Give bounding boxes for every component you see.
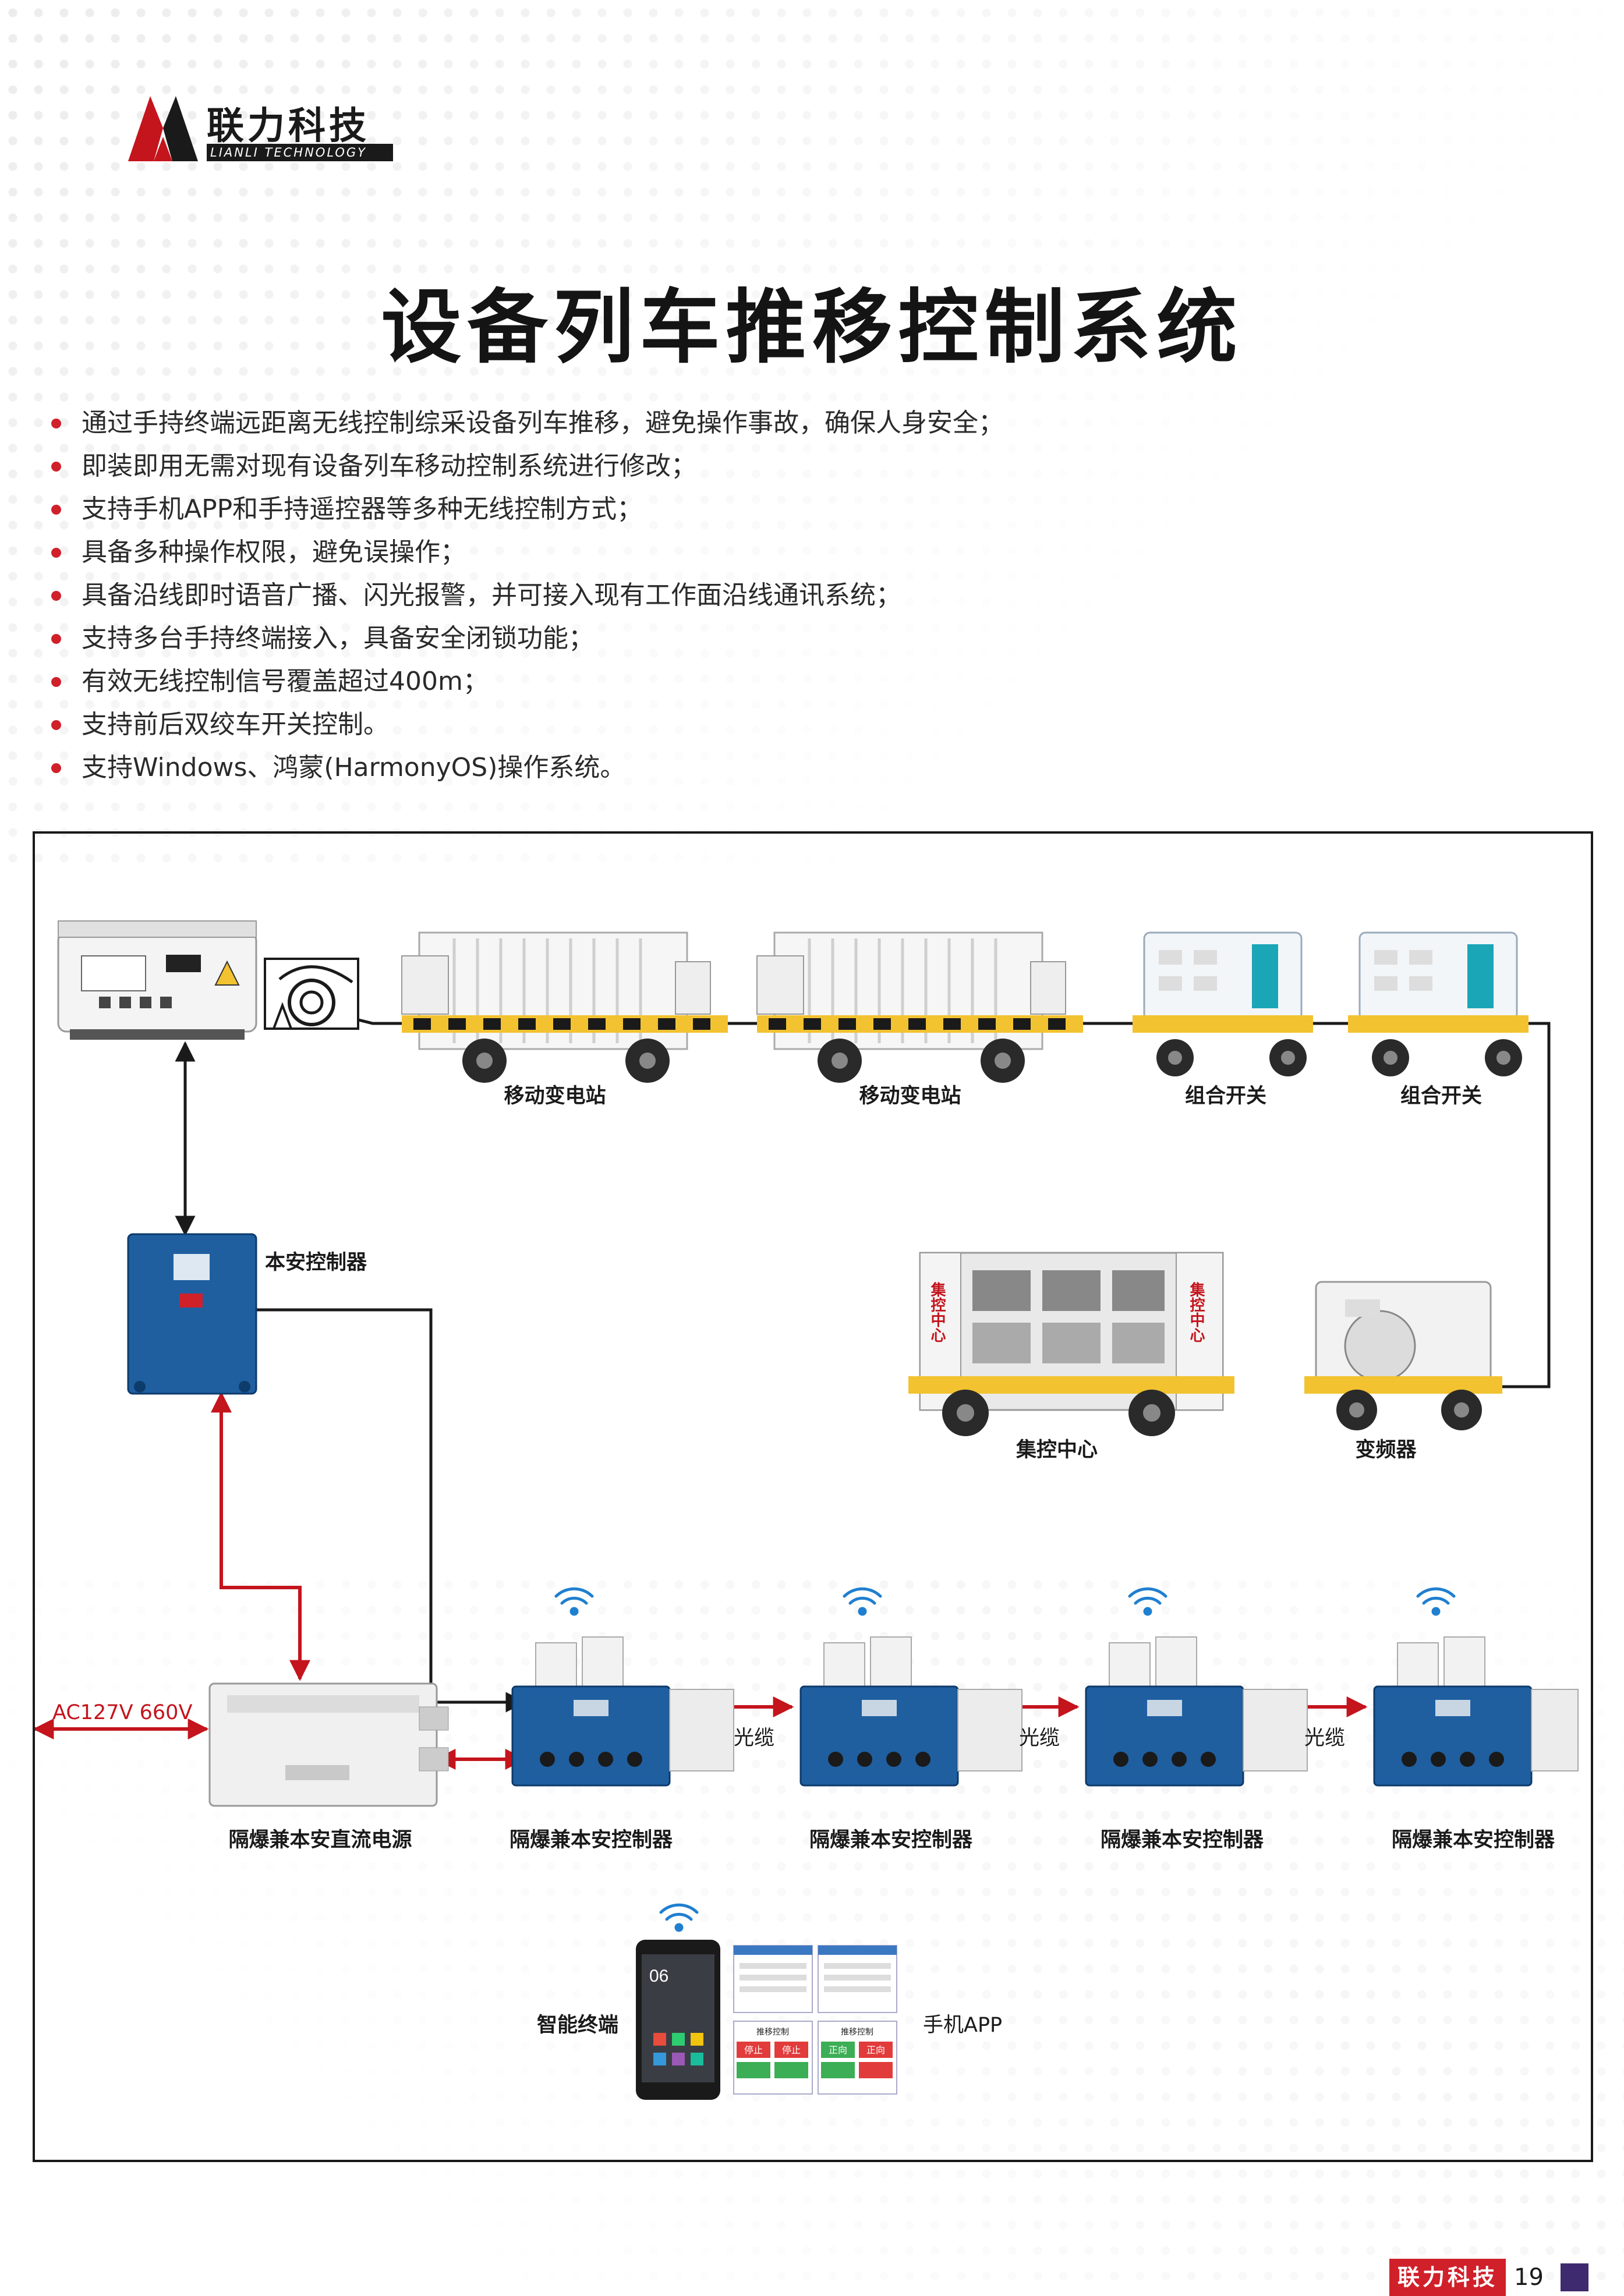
label-node-controller-1: 隔爆兼本安控制器	[509, 1829, 673, 1852]
label-ac-input: AC127V 660V	[52, 1701, 193, 1724]
feature-item: 具备沿线即时语音广播、闪光报警，并可接入现有工作面沿线通讯系统；	[47, 574, 1444, 617]
label-mobile-substation-2: 移动变电站	[859, 1085, 961, 1108]
control-center-cabinet	[908, 1252, 1234, 1436]
node-controller-3	[1085, 1636, 1308, 1787]
label-fiber-3: 光缆	[1304, 1727, 1346, 1750]
label-inverter: 变频器	[1355, 1438, 1417, 1462]
smartphone-icon	[636, 1940, 720, 2100]
lianli-logo-icon	[128, 96, 198, 161]
bullet-dot-icon	[51, 720, 61, 730]
feature-text: 具备多种操作权限，避免误操作；	[82, 537, 466, 567]
feature-text: 支持手机APP和手持遥控器等多种无线控制方式；	[82, 494, 643, 524]
label-fiber-2: 光缆	[1018, 1727, 1060, 1750]
label-node-controller-3: 隔爆兼本安控制器	[1100, 1829, 1264, 1852]
node-controller-4	[1373, 1636, 1579, 1787]
feature-item: 有效无线控制信号覆盖超过400m；	[47, 660, 1444, 703]
page-title: 设备列车推移控制系统	[381, 281, 1243, 374]
page-number: 19	[1514, 2264, 1544, 2291]
app-screen-title-1: 推移控制	[756, 2028, 789, 2037]
label-combination-switch-2: 组合开关	[1400, 1085, 1483, 1108]
feature-item: 支持Windows、鸿蒙(HarmonyOS)操作系统。	[47, 746, 1444, 789]
feature-item: 具备多种操作权限，避免误操作；	[47, 531, 1444, 574]
bullet-dot-icon	[51, 763, 61, 773]
wifi-icon-2	[843, 1587, 882, 1616]
bullet-dot-icon	[51, 419, 61, 428]
controller-to-node-line	[256, 1308, 526, 1713]
app-button-label: 停止	[744, 2045, 763, 2056]
feature-item: 即装即用无需对现有设备列车移动控制系统进行修改；	[47, 445, 1444, 488]
connection-lines: ExdI	[35, 920, 1579, 2100]
feature-text: 有效无线控制信号覆盖超过400m；	[82, 667, 489, 696]
app-screen-4	[818, 2021, 897, 2095]
label-mobile-substation-1: 移动变电站	[504, 1085, 606, 1108]
label-combination-switch-1: 组合开关	[1184, 1085, 1267, 1108]
wifi-icon-terminal	[659, 1903, 699, 1932]
node-controller-1	[511, 1636, 734, 1787]
label-dc-power-supply: 隔爆兼本安直流电源	[228, 1829, 412, 1852]
app-screen-3	[733, 2021, 813, 2095]
feature-text: 具备沿线即时语音广播、闪光报警，并可接入现有工作面沿线通讯系统；	[82, 580, 901, 610]
feature-text: 支持前后双绞车开关控制。	[82, 710, 389, 739]
feature-text: 即装即用无需对现有设备列车移动控制系统进行修改；	[82, 451, 696, 481]
combination-switch-1	[1133, 931, 1313, 1076]
bullet-dot-icon	[51, 548, 61, 558]
footer-square-icon	[1561, 2263, 1588, 2291]
label-node-controller-2: 隔爆兼本安控制器	[809, 1829, 973, 1852]
app-button-label: 正向	[866, 2045, 885, 2056]
app-button-label: 停止	[782, 2045, 801, 2056]
system-diagram: ExdI	[33, 831, 1593, 2162]
bullet-dot-icon	[51, 634, 61, 644]
brand-logo: 联力科技 LIANLI TECHNOLOGY	[128, 96, 393, 166]
feature-text: 支持Windows、鸿蒙(HarmonyOS)操作系统。	[82, 753, 626, 782]
label-fiber-1: 光缆	[733, 1727, 775, 1750]
feature-item: 支持前后双绞车开关控制。	[47, 703, 1444, 746]
feature-text: 支持多台手持终端接入，具备安全闭锁功能；	[82, 623, 594, 653]
mobile-substation-1	[401, 931, 728, 1083]
app-screen-1	[733, 1945, 813, 2013]
winch-icon	[264, 958, 359, 1030]
footer-brand: 联力科技	[1389, 2259, 1506, 2296]
combination-switch-2	[1348, 931, 1529, 1076]
feature-item: 通过手持终端远距离无线控制综采设备列车推移，避免操作事故，确保人身安全；	[47, 402, 1444, 445]
label-intrinsic-safe-controller: 本安控制器	[265, 1251, 367, 1274]
feature-item: 支持多台手持终端接入，具备安全闭锁功能；	[47, 617, 1444, 660]
app-screen-2	[818, 1945, 897, 2013]
exd-badge: ExdI	[167, 956, 193, 970]
app-screen-title-2: 推移控制	[841, 2028, 873, 2037]
explosion-proof-switch	[57, 920, 257, 1040]
node-controller-2	[799, 1636, 1022, 1787]
phone-time: 06	[649, 1967, 668, 1986]
power-line-red	[211, 1391, 310, 1681]
app-button-label: 正向	[829, 2045, 847, 2056]
feature-list: 通过手持终端远距离无线控制综采设备列车推移，避免操作事故，确保人身安全； 即装即…	[47, 402, 1444, 789]
control-center-sign-left: 集控中心	[928, 1281, 946, 1342]
label-smart-terminal: 智能终端	[537, 2014, 619, 2037]
bullet-dot-icon	[51, 591, 61, 601]
label-control-center: 集控中心	[1016, 1438, 1098, 1462]
mobile-substation-2	[756, 931, 1083, 1083]
brand-name-en: LIANLI TECHNOLOGY	[207, 144, 393, 161]
bullet-dot-icon	[51, 505, 61, 515]
wifi-icon-1	[554, 1587, 594, 1616]
control-center-sign-right: 集控中心	[1187, 1281, 1205, 1342]
brand-name-cn: 联力科技	[207, 105, 370, 148]
frequency-inverter	[1304, 1281, 1502, 1430]
bullet-dot-icon	[51, 677, 61, 687]
wifi-icon-4	[1416, 1587, 1456, 1616]
wifi-icon-3	[1128, 1587, 1167, 1616]
label-node-controller-4: 隔爆兼本安控制器	[1391, 1829, 1555, 1852]
intrinsic-safe-controller	[127, 1233, 257, 1395]
bullet-dot-icon	[51, 462, 61, 472]
dc-power-supply	[208, 1682, 449, 1807]
feature-text: 通过手持终端远距离无线控制综采设备列车推移，避免操作事故，确保人身安全；	[82, 408, 1004, 438]
feature-item: 支持手机APP和手持遥控器等多种无线控制方式；	[47, 488, 1444, 531]
label-phone-app: 手机APP	[923, 2014, 1003, 2037]
